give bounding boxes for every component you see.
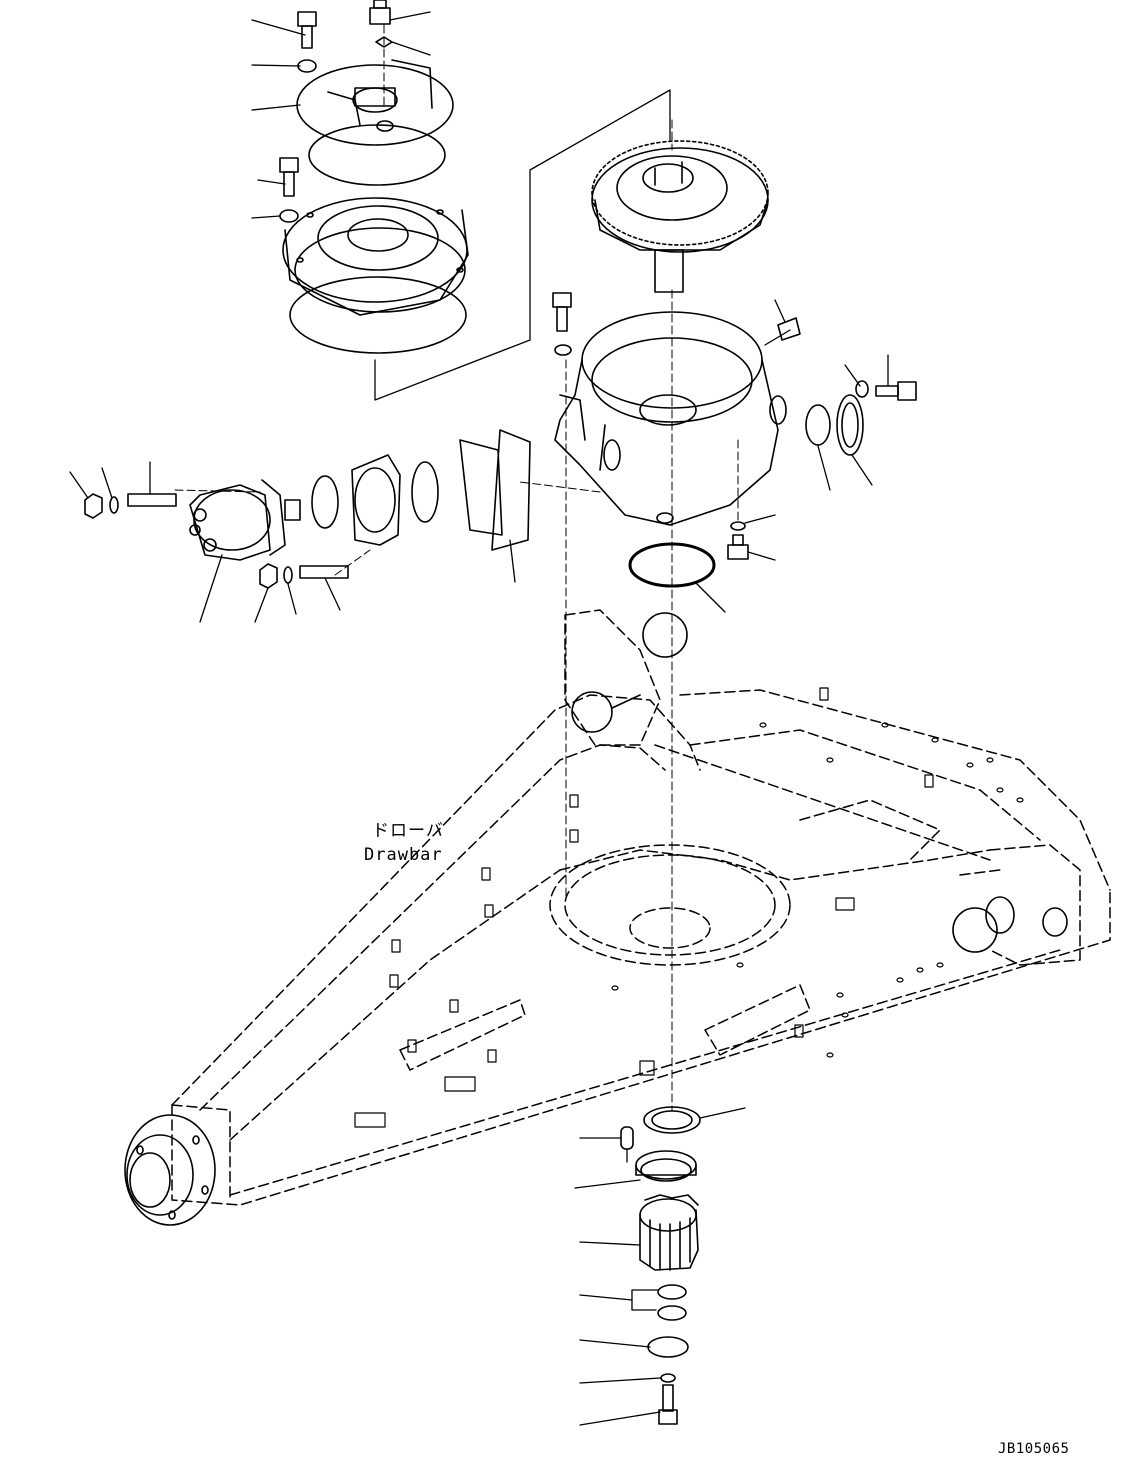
o-ring-drain xyxy=(730,521,746,531)
retainer-plate xyxy=(647,1336,689,1358)
nut-motor-1 xyxy=(84,493,103,519)
washer-motor-2 xyxy=(283,566,293,584)
shim-2 xyxy=(657,1305,687,1321)
bolt-housing xyxy=(552,292,572,332)
ring-gear xyxy=(591,140,769,293)
nut-motor-2 xyxy=(259,563,278,589)
bolt-top-1 xyxy=(297,11,317,49)
nut-top xyxy=(369,0,391,25)
dowel-pin xyxy=(620,1126,634,1150)
shim-1 xyxy=(657,1284,687,1300)
figure-code: JB105065 xyxy=(998,1441,1070,1457)
drawbar-frame xyxy=(171,609,1111,1206)
upper-housing xyxy=(282,197,469,316)
top-cover-gasket xyxy=(308,124,446,186)
shim-plates xyxy=(459,429,531,551)
front-flange xyxy=(124,1114,216,1226)
washer-top-2 xyxy=(279,209,299,223)
o-ring-motor-2 xyxy=(411,461,439,523)
adapter-flange xyxy=(351,454,401,546)
washer-bottom xyxy=(660,1373,676,1383)
side-cover xyxy=(805,394,864,456)
washer-top xyxy=(297,59,317,73)
washer-housing xyxy=(554,344,572,356)
bolt-bottom xyxy=(658,1384,678,1425)
leader-lines xyxy=(69,11,889,1426)
stud-bolt-upper xyxy=(127,493,177,507)
washer-side xyxy=(855,380,869,398)
seal-ring xyxy=(643,1106,701,1134)
gearbox-housing xyxy=(554,311,787,526)
stud-bolt-lower xyxy=(299,565,349,579)
drawbar-label-english: Drawbar xyxy=(364,845,443,865)
hydraulic-motor xyxy=(189,479,301,561)
assembly-centerlines xyxy=(174,24,739,1111)
bolt-top-2 xyxy=(279,157,299,197)
pinion-gear xyxy=(639,1194,699,1271)
drain-plug xyxy=(727,534,749,560)
frame-holes xyxy=(354,687,1024,1128)
top-cover-plate xyxy=(296,59,454,146)
o-ring-motor-1 xyxy=(311,475,339,529)
bearing-retainer xyxy=(635,1150,697,1182)
washer-motor-1 xyxy=(109,496,119,514)
grouping-bracket xyxy=(374,89,671,401)
drawbar-label-japanese: ドローバ xyxy=(372,821,444,841)
breather-plug xyxy=(777,317,801,341)
upper-housing-gasket xyxy=(289,276,467,354)
ball-joint-right xyxy=(952,896,1068,953)
ball-joint-left xyxy=(571,612,688,733)
bolt-side xyxy=(875,381,917,401)
